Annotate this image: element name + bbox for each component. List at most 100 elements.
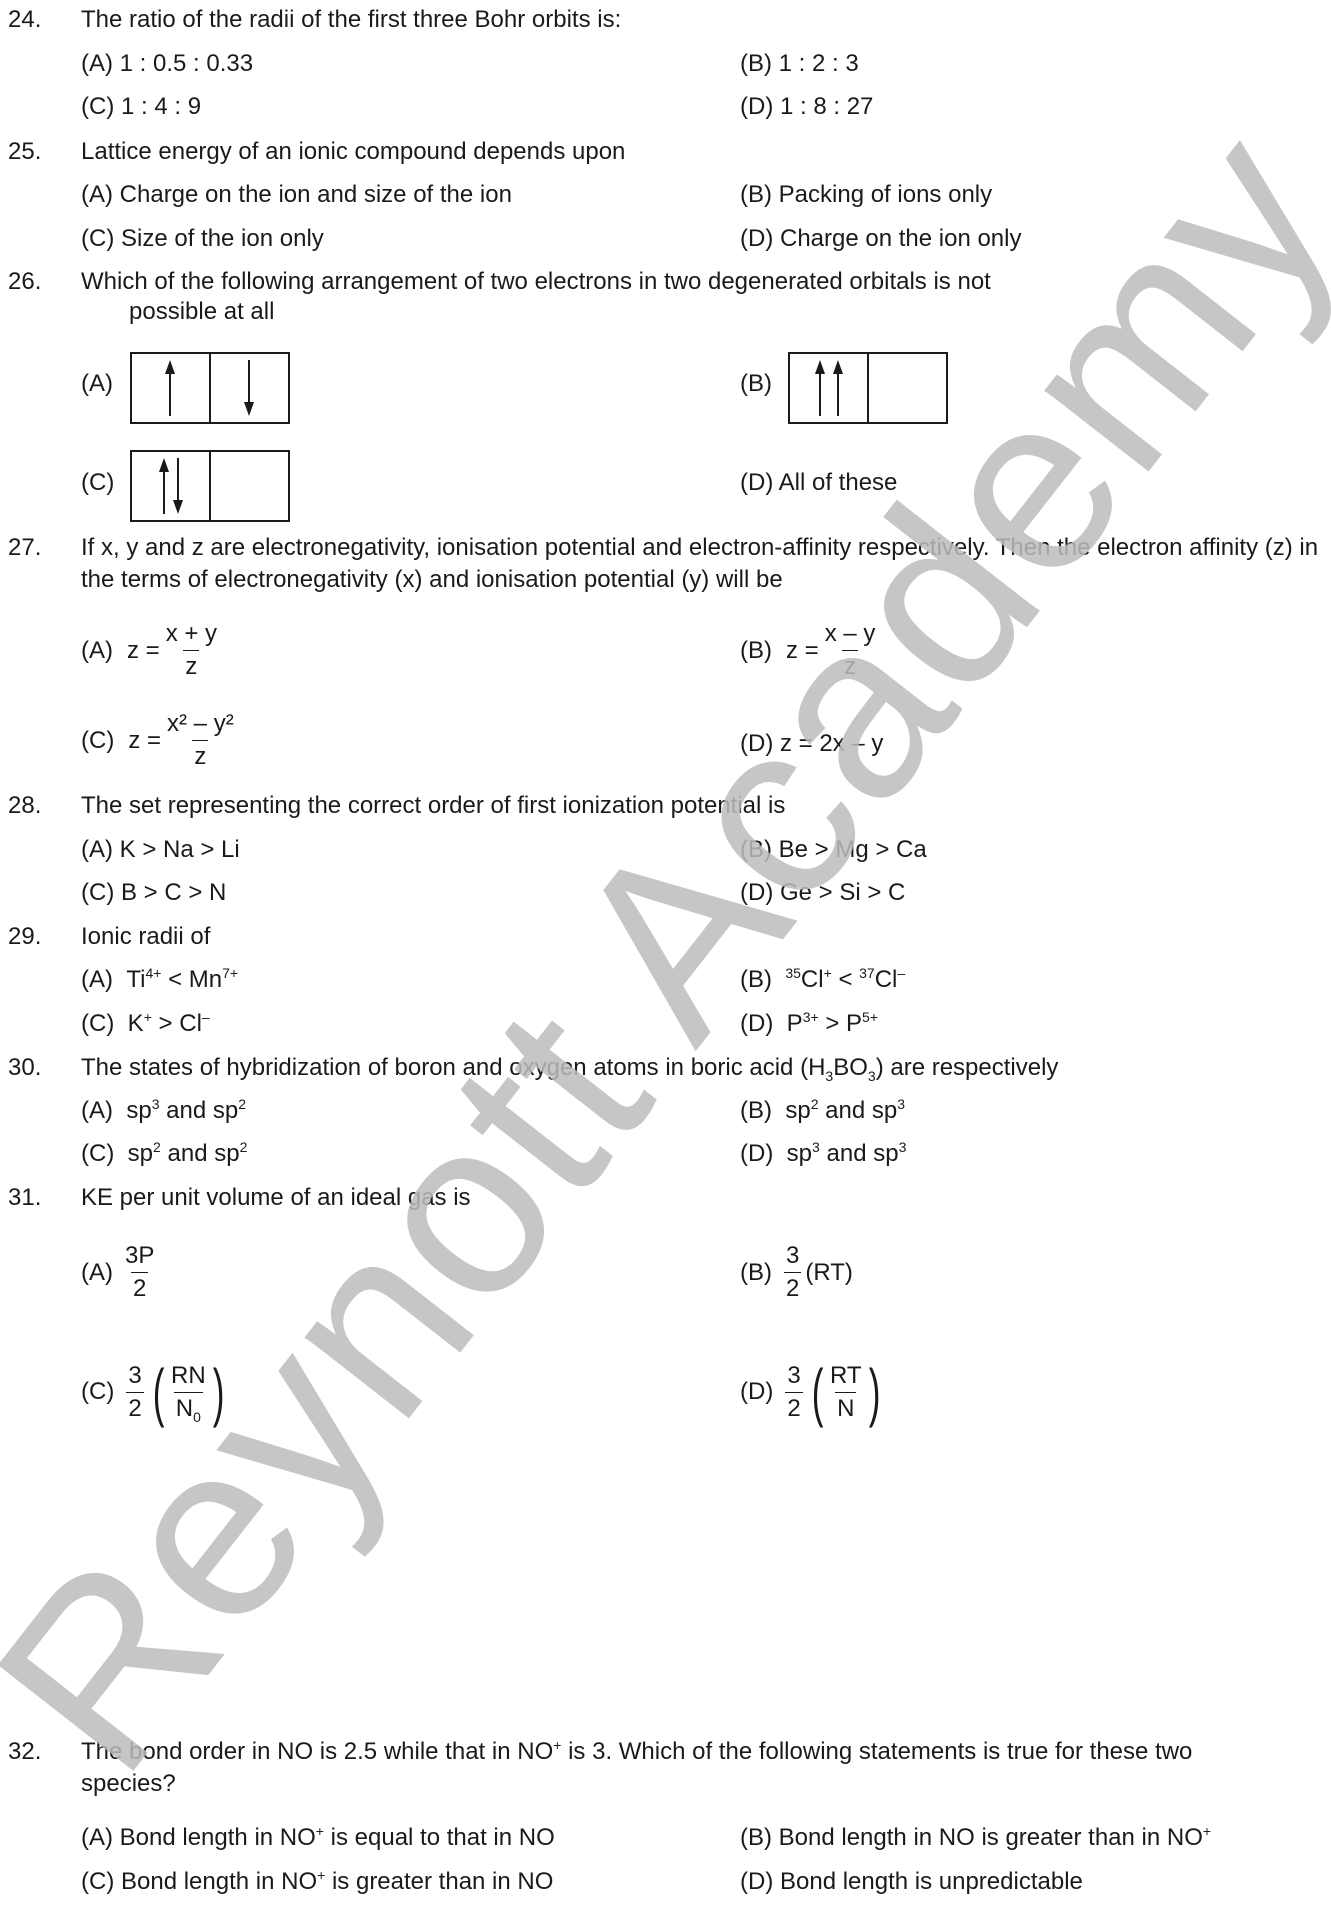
paren: ) <box>868 1356 881 1428</box>
text: N <box>175 1394 194 1422</box>
option-a: (A) Bond length in NO+ is equal to that … <box>81 1824 555 1850</box>
option-label: (D) <box>740 1010 774 1037</box>
question-text: Which of the following arrangement of tw… <box>81 268 991 295</box>
option-b: (B) 35Cl+ < 37Cl– <box>740 965 905 993</box>
superscript: 2 <box>239 1139 248 1155</box>
question-text: The states of hybridization of boron and… <box>81 1054 1058 1083</box>
question-number: 29. <box>8 923 42 950</box>
superscript: 3 <box>897 1096 906 1112</box>
text: The bond order in NO is 2.5 while that i… <box>81 1738 554 1765</box>
operator: > <box>151 1010 180 1037</box>
charge: 5+ <box>862 1009 878 1025</box>
option-c: (C) K+ > Cl– <box>81 1009 210 1037</box>
ion: P <box>846 1010 863 1037</box>
text: BO <box>833 1054 868 1081</box>
option-a: (A) K > Na > Li <box>81 836 240 863</box>
option-label: (A) <box>81 1258 113 1286</box>
text: The states of hybridization of boron and… <box>81 1054 826 1081</box>
denominator: 2 <box>131 1272 149 1301</box>
option-c: (C) Bond length in NO+ is greater than i… <box>81 1867 554 1895</box>
denominator: z <box>192 740 209 769</box>
superscript: 2 <box>153 1139 161 1155</box>
ion: K <box>127 1010 144 1037</box>
option-d: (D) P3+ > P5+ <box>740 1009 878 1037</box>
option-label: (A) <box>81 966 113 993</box>
down-arrow-icon <box>173 458 183 514</box>
lhs: z = <box>127 636 160 664</box>
fraction: RN N0 <box>169 1361 208 1425</box>
ion: Cl <box>800 966 824 993</box>
question-text: The ratio of the radii of the first thre… <box>81 6 622 33</box>
charge: + <box>823 965 832 981</box>
numerator: RT <box>830 1361 862 1389</box>
text: sp <box>871 1097 898 1124</box>
down-arrow-icon <box>244 360 254 416</box>
expression: (RT) <box>805 1258 853 1286</box>
option-label: (A) <box>81 1097 113 1124</box>
orbital-diagram-b <box>788 352 948 424</box>
text: sp <box>214 1140 240 1167</box>
superscript: 2 <box>238 1096 247 1112</box>
paren: ( <box>811 1356 824 1428</box>
numerator: x – y <box>824 620 876 647</box>
question-text: If x, y and z are electronegativity, ion… <box>81 534 1319 594</box>
subscript: 0 <box>193 1408 201 1425</box>
subscript: 3 <box>867 1067 876 1084</box>
option-b: (B) Bond length in NO is greater than in… <box>740 1824 1211 1850</box>
fraction: x – y z <box>823 622 878 679</box>
option-b: (B) sp2 and sp3 <box>740 1096 906 1124</box>
operator: < <box>161 966 189 993</box>
option-label: (B) <box>740 636 772 664</box>
text: and <box>160 1140 215 1167</box>
option-label: (B) <box>740 1097 772 1124</box>
option-label: (D) <box>740 1140 774 1167</box>
paren: ( <box>152 1356 165 1428</box>
option-label: (B) <box>740 1258 772 1286</box>
text: and <box>159 1097 213 1124</box>
superscript: + <box>553 1737 562 1753</box>
option-d: (D) Charge on the ion only <box>740 225 1022 252</box>
option-a: (A) Charge on the ion and size of the io… <box>81 181 512 208</box>
text: sp <box>873 1140 899 1167</box>
option-c: (C) sp2 and sp2 <box>81 1139 248 1167</box>
numerator: 3 <box>786 1242 800 1269</box>
option-label: (B) <box>740 966 772 993</box>
denominator: z <box>842 650 859 679</box>
numerator: RN <box>171 1361 206 1389</box>
superscript: + <box>317 1867 326 1883</box>
charge: 4+ <box>145 965 162 981</box>
option-d: (D) sp3 and sp3 <box>740 1140 906 1167</box>
option-c-label: (C) <box>81 469 115 496</box>
text: is greater than in NO <box>325 1868 554 1895</box>
option-b: (B) Packing of ions only <box>740 181 993 208</box>
text: and <box>818 1097 872 1124</box>
subscript: 3 <box>825 1067 834 1084</box>
option-label: (A) <box>81 636 113 664</box>
question-text: The bond order in NO is 2.5 while that i… <box>81 1737 1193 1765</box>
charge: 7+ <box>222 965 239 981</box>
question-number: 26. <box>8 268 42 295</box>
question-number: 28. <box>8 792 42 819</box>
charge: – <box>201 1009 210 1025</box>
option-label: (C) <box>81 1378 115 1405</box>
question-text: Lattice energy of an ionic compound depe… <box>81 138 626 165</box>
ion: Cl <box>179 1010 202 1037</box>
superscript: 2 <box>810 1096 819 1112</box>
text: sp <box>127 1140 154 1167</box>
up-arrow-icon <box>165 360 175 416</box>
text: is 3. Which of the following statements … <box>561 1738 1193 1765</box>
ion: Ti <box>126 966 146 993</box>
question-text-cont: species? <box>81 1770 176 1797</box>
ion: Mn <box>188 966 223 993</box>
option-d: (D) Bond length is unpredictable <box>740 1868 1083 1895</box>
operator: < <box>831 966 860 993</box>
